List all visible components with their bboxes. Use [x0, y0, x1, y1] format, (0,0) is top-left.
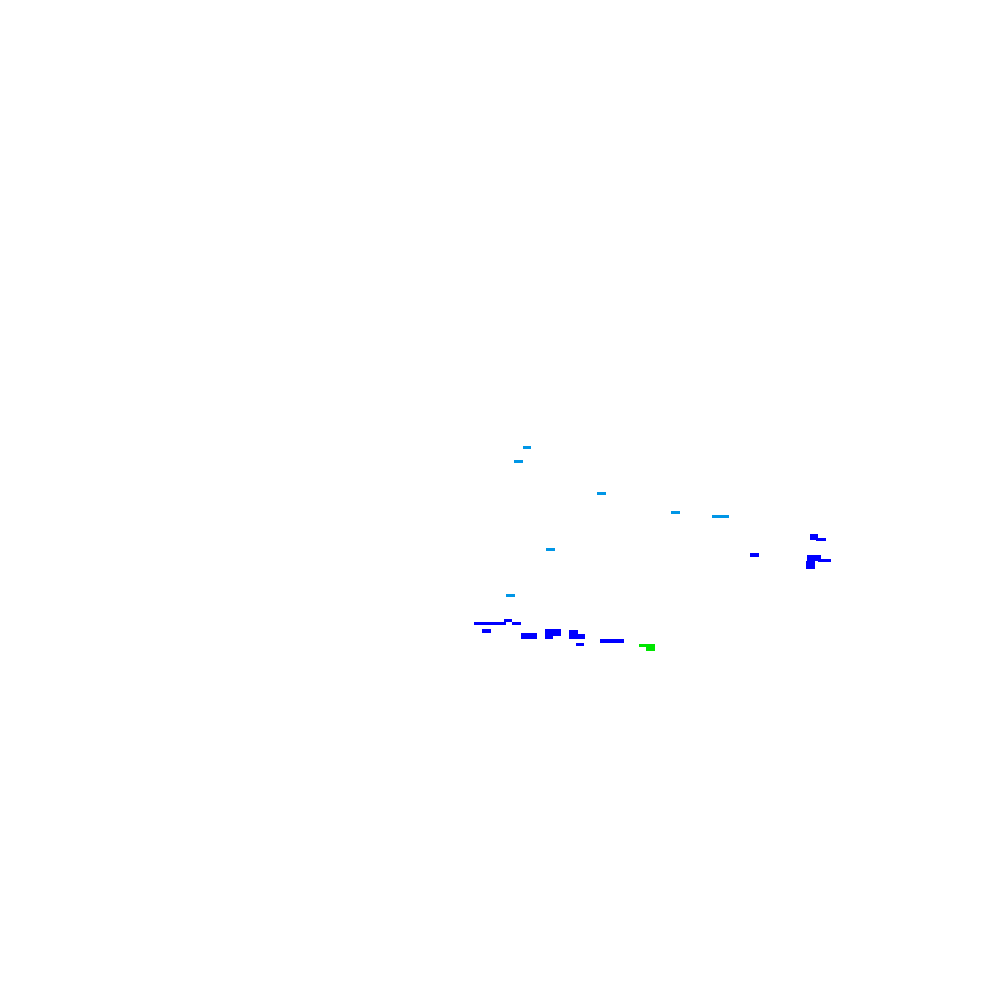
blue-mark	[600, 639, 624, 643]
blue-mark	[806, 561, 815, 569]
cyan-mark	[506, 594, 515, 597]
blue-mark	[504, 619, 512, 622]
cyan-mark	[514, 460, 523, 463]
blue-mark	[545, 629, 561, 636]
cyan-mark	[671, 511, 680, 514]
blue-mark	[569, 634, 585, 639]
blue-mark	[545, 635, 553, 639]
blue-mark	[750, 553, 759, 557]
blue-mark	[818, 559, 831, 562]
cyan-mark	[712, 515, 729, 518]
blue-mark	[512, 622, 521, 625]
blue-mark	[807, 555, 821, 561]
blue-mark	[576, 643, 584, 646]
blue-mark	[482, 629, 491, 633]
green-mark	[639, 644, 649, 647]
blue-mark	[569, 630, 578, 636]
blue-mark	[810, 534, 818, 540]
green-mark	[646, 644, 655, 651]
cyan-mark	[597, 492, 606, 495]
blue-mark	[521, 633, 537, 639]
blue-mark	[816, 538, 826, 541]
cyan-mark	[523, 446, 531, 449]
cyan-mark	[546, 548, 555, 551]
blue-mark	[474, 622, 506, 625]
